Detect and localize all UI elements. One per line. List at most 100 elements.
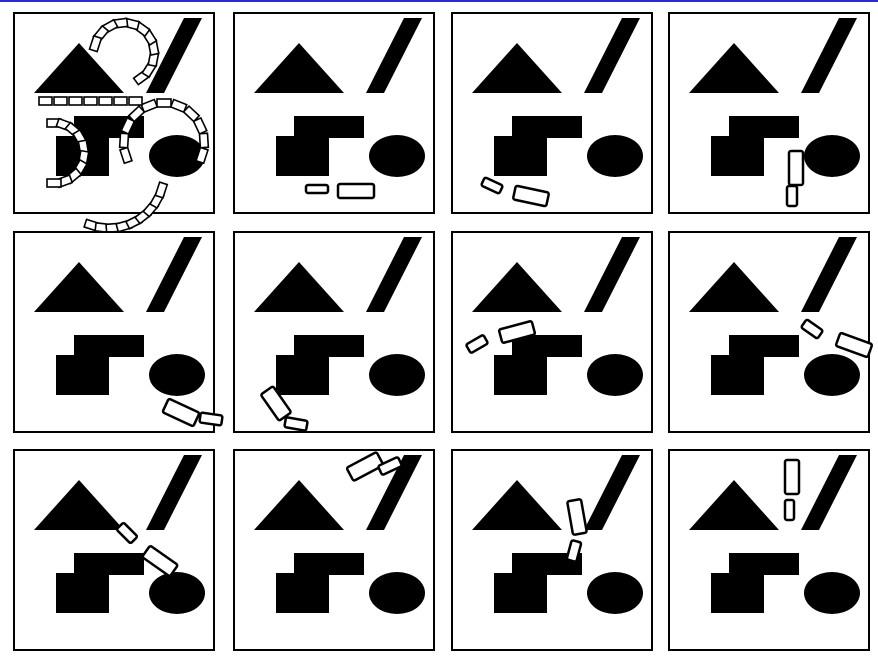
triangle-shape [689,480,779,530]
step-block-shape [494,553,582,613]
moving-card-2 [512,184,550,208]
step-block-shape [494,335,582,395]
path-card [198,132,210,149]
diagonal-bar-shape [801,18,857,93]
step-block-shape [494,116,582,176]
panel-step-5 [233,231,435,433]
moving-card-1 [480,176,504,195]
moving-card-2 [565,539,583,563]
panel-step-11 [668,449,870,651]
moving-card-2 [783,498,796,522]
ellipse-shape [369,354,425,396]
diagonal-bar-shape [584,18,640,93]
moving-card-1 [566,498,588,536]
path-card [127,105,146,123]
moving-card-2 [283,416,309,432]
path-card [53,96,68,106]
diagonal-bar-shape [584,455,640,530]
moving-card-2 [377,456,403,476]
triangle-shape [472,43,562,93]
ellipse-shape [804,135,860,177]
step-block-shape [276,116,364,176]
panel-step-10 [451,449,653,651]
step-block-shape [56,335,144,395]
ellipse-shape [587,572,643,614]
panel-step-9 [233,449,435,651]
step-block-shape [711,116,799,176]
triangle-shape [34,262,124,312]
moving-card-1 [800,318,824,340]
path-card [88,34,103,53]
panel-step-4 [13,231,224,433]
moving-card-1 [304,183,330,195]
path-card [83,96,98,106]
step-block-shape [276,553,364,613]
ellipse-shape [369,135,425,177]
panel-step-8 [13,449,215,651]
triangle-shape [34,43,124,93]
moving-card-1 [161,397,201,428]
path-card [192,116,208,136]
moving-card-1 [260,385,292,422]
moving-card-1 [787,149,805,187]
panel-step-7 [668,231,874,433]
step-block-shape [711,335,799,395]
ellipse-shape [149,572,205,614]
path-card [98,96,113,106]
diagonal-bar-shape [146,237,202,312]
triangle-shape [34,480,124,530]
panel-overview [13,12,215,234]
triangle-shape [254,43,344,93]
moving-card-2 [497,320,537,344]
moving-card-2 [336,182,376,200]
ellipse-shape [804,354,860,396]
ellipse-shape [149,354,205,396]
diagonal-bar-shape [146,18,202,93]
path-card [120,116,136,136]
triangle-shape [689,262,779,312]
diagonal-bar-shape [366,237,422,312]
moving-card-1 [465,334,489,354]
panel-step-2 [451,12,653,214]
diagonal-bar-shape [146,455,202,530]
panel-step-6 [451,231,653,433]
path-card [156,98,172,108]
path-card [118,132,130,149]
moving-card-1 [115,521,139,545]
moving-card-2 [785,184,799,208]
moving-card-2 [834,331,874,359]
path-card [195,146,210,165]
path-card [140,98,159,114]
triangle-shape [254,262,344,312]
panel-step-1 [233,12,435,214]
moving-card-1 [783,458,801,496]
step-block-shape [56,553,144,613]
step-block-shape [276,335,364,395]
step-block-shape [711,553,799,613]
triangle-shape [472,480,562,530]
path-card [128,96,143,106]
path-card [154,181,169,199]
ellipse-shape [804,572,860,614]
moving-card-1 [345,451,385,482]
path-card [46,178,62,188]
top-rule [0,0,878,2]
path-card [38,96,53,106]
diagonal-bar-shape [584,237,640,312]
moving-card-2 [141,545,179,577]
diagonal-bar-shape [366,455,422,530]
triangle-shape [254,480,344,530]
diagonal-bar-shape [801,455,857,530]
triangle-shape [472,262,562,312]
path-card [182,105,201,123]
moving-card-2 [198,411,224,427]
ellipse-shape [369,572,425,614]
ellipse-shape [587,135,643,177]
ellipse-shape [587,354,643,396]
diagonal-bar-shape [366,18,422,93]
diagonal-bar-shape [801,237,857,312]
path-card [169,98,188,114]
triangle-shape [689,43,779,93]
ellipse-shape [149,135,205,177]
